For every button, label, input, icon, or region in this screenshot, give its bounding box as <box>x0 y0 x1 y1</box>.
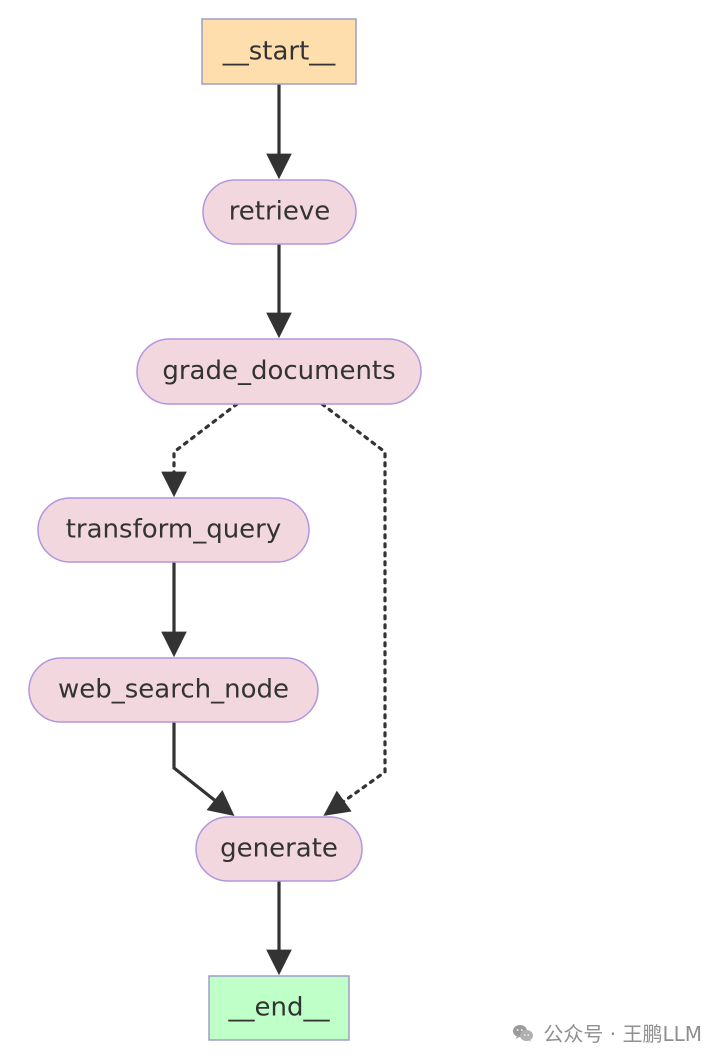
wechat-icon <box>513 1024 534 1042</box>
watermark-text: 公众号 · 王鹏LLM <box>543 1022 702 1046</box>
web-search-node-box <box>28 657 319 723</box>
generate-node-label: generate <box>220 834 338 864</box>
start-node: __start__ <box>201 18 357 85</box>
grade-documents-node-box <box>136 338 422 405</box>
edge-web-search-node-generate <box>172 722 235 816</box>
transform-query-node-label: transform_query <box>66 515 282 545</box>
generate-node: generate <box>195 816 363 882</box>
retrieve-node: retrieve <box>202 179 357 245</box>
edge-grade-documents-transform-query <box>161 402 239 498</box>
end-node-box <box>208 975 350 1041</box>
end-node: __end__ <box>208 975 350 1041</box>
generate-node-box <box>195 816 363 882</box>
start-node-label: __start__ <box>222 37 337 67</box>
edge-grade-documents-generate <box>320 402 387 816</box>
grade-documents-node: grade_documents <box>136 338 422 405</box>
watermark: 公众号 · 王鹏LLM <box>511 1018 702 1047</box>
end-node-label: __end__ <box>228 993 331 1023</box>
retrieve-node-label: retrieve <box>229 197 331 227</box>
retrieve-node-box <box>202 179 357 245</box>
transform-query-node: transform_query <box>37 497 310 563</box>
grade-documents-node-label: grade_documents <box>162 356 395 386</box>
transform-query-node-box <box>37 497 310 563</box>
web-search-node-node: web_search_node <box>28 657 319 723</box>
start-node-box <box>201 18 357 85</box>
web-search-node-label: web_search_node <box>58 675 289 705</box>
